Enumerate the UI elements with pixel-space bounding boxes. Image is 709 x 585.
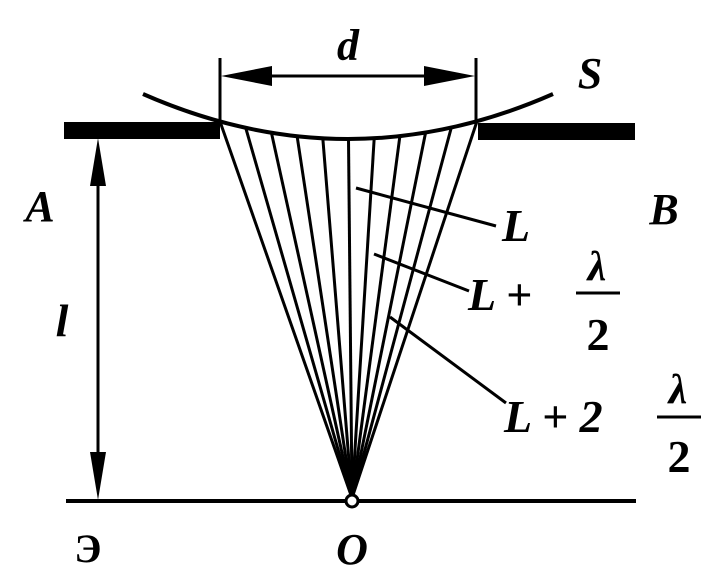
- label-l: l: [56, 295, 69, 346]
- ray-line: [269, 132, 354, 499]
- ray-line: [218, 121, 354, 499]
- label-S: S: [578, 49, 602, 98]
- screen-plate-right: [478, 123, 635, 140]
- ray-line: [347, 138, 354, 499]
- ray-fan: [218, 120, 479, 499]
- ray-line: [350, 138, 376, 499]
- point-o-marker: [344, 493, 360, 509]
- leader-line-L-full: [389, 315, 507, 405]
- label-two-1: 2: [587, 309, 610, 360]
- l-arrowhead-top: [90, 138, 106, 186]
- ray-line: [350, 127, 453, 499]
- d-arrowhead-right: [424, 66, 475, 86]
- label-O: O: [336, 525, 368, 574]
- leader-line-L: [355, 186, 497, 228]
- label-A: A: [22, 182, 54, 231]
- ray-line: [321, 138, 354, 499]
- label-path-L-plus-2: L + 2: [503, 391, 603, 442]
- l-arrowhead-bottom: [90, 452, 106, 500]
- ray-line: [295, 135, 354, 499]
- label-B: B: [648, 185, 678, 234]
- label-lambda-1: λ: [586, 244, 607, 290]
- label-screen: Э: [74, 526, 101, 571]
- label-lambda-2: λ: [667, 367, 688, 413]
- d-arrowhead-left: [221, 66, 272, 86]
- leader-line-L-half: [373, 252, 470, 293]
- label-path-L-plus: L +: [467, 269, 532, 320]
- ray-line: [350, 132, 428, 499]
- label-path-L: L: [501, 200, 530, 251]
- label-two-2: 2: [668, 431, 691, 482]
- wavefront-arc: [142, 92, 554, 141]
- label-d: d: [337, 21, 360, 70]
- ray-line: [350, 120, 479, 499]
- screen-plate-left: [64, 122, 220, 139]
- ray-line: [244, 127, 354, 499]
